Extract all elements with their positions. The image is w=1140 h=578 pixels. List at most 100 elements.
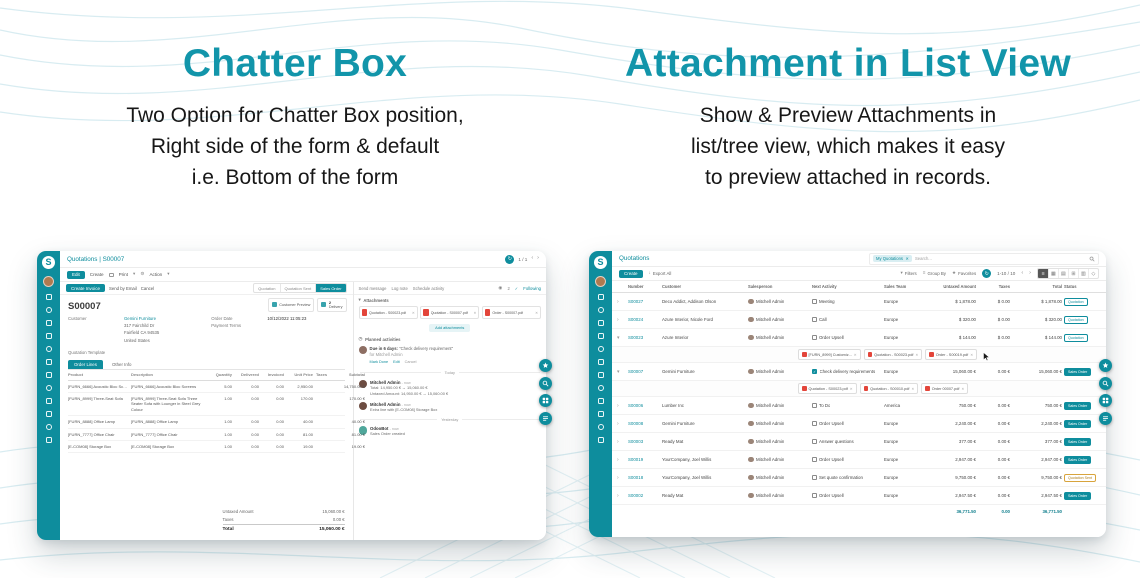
sidebar-home-icon[interactable] <box>45 294 52 300</box>
attachment-expand-icon[interactable]: › <box>617 438 619 445</box>
sidebar-calendar-icon[interactable] <box>597 320 604 326</box>
tab-order-lines[interactable]: Order Lines <box>68 360 103 370</box>
sidebar-accounting-icon[interactable] <box>45 398 52 404</box>
sidebar-sales-icon[interactable] <box>597 359 604 365</box>
attachment-card[interactable]: Quotation - S00007.pdf ✕ <box>420 306 480 319</box>
send-message-button[interactable]: Send message <box>358 285 387 291</box>
export-all-button[interactable]: ↓Export All <box>648 270 672 276</box>
send-by-email-button[interactable]: Send by Email <box>109 285 137 291</box>
cancel-button[interactable]: Cancel <box>140 285 155 291</box>
order-line-row[interactable]: [FURN_8999] Three-Seat Sofa[FURN_8999] T… <box>68 393 365 417</box>
table-row[interactable]: › S00027 Deco Addict, Addison Olson Mitc… <box>612 293 1106 311</box>
sidebar-crm-icon[interactable] <box>45 346 52 352</box>
create-button[interactable]: Create <box>89 272 104 277</box>
graph-view-button[interactable]: ▥ <box>1078 269 1088 278</box>
create-button[interactable]: Create <box>619 269 643 278</box>
attachment-expand-icon[interactable]: › <box>617 402 619 409</box>
table-row[interactable]: › S00002 Ready Mat Mitchell Admin Order … <box>612 487 1106 505</box>
attachment-card[interactable]: Order - S00007.pdf ✕ <box>481 306 542 319</box>
sidebar-dashboard-icon[interactable] <box>45 372 52 378</box>
remove-attachment-icon[interactable]: ✕ <box>411 310 415 315</box>
status-quotation-sent[interactable]: Quotation Sent <box>279 283 316 293</box>
chat-button[interactable] <box>1099 411 1112 425</box>
pager-next-icon[interactable]: › <box>537 255 539 262</box>
column-next-activity[interactable]: Next Activity <box>812 284 837 289</box>
pager-previous-icon[interactable]: ‹ <box>531 255 534 262</box>
mark-done-button[interactable]: Mark Done <box>369 359 389 364</box>
customer-preview-button[interactable]: Customer Preview <box>267 298 315 312</box>
table-row[interactable]: › S00006 Lumber Inc Mitchell Admin To Do… <box>612 397 1106 415</box>
followers-icon[interactable]: ◉ <box>498 284 503 290</box>
attachment-card[interactable]: Quotation - S00023.pdf ✕ <box>358 306 418 319</box>
search-facet[interactable]: My Quotations ✕ <box>873 255 913 262</box>
column-sales-team[interactable]: Sales Team <box>884 284 907 289</box>
brand-logo[interactable]: S <box>594 256 607 269</box>
column-number[interactable]: Number <box>628 284 644 289</box>
action-menu[interactable]: Action <box>149 272 163 277</box>
table-row[interactable]: ▾ S00007 Gemini Furniture Mitchell Admin… <box>612 363 1106 381</box>
breadcrumb[interactable]: Quotations <box>619 255 650 262</box>
sidebar-apps-icon[interactable] <box>45 437 52 443</box>
sidebar-discuss-icon[interactable] <box>597 307 604 313</box>
kanban-view-button[interactable]: ▦ <box>1048 269 1058 278</box>
attachment-expand-icon[interactable]: › <box>617 316 619 323</box>
order-date-value[interactable]: 10/12/2022 11:05:23 <box>267 316 307 321</box>
sidebar-purchase-icon[interactable] <box>45 411 52 417</box>
star-button[interactable] <box>1099 359 1112 372</box>
add-attachments-button[interactable]: Add attachments <box>429 323 471 333</box>
search-button[interactable] <box>539 376 552 390</box>
attachment-expand-icon[interactable]: › <box>617 420 619 427</box>
pager-previous-icon[interactable]: ‹ <box>1021 269 1024 276</box>
user-avatar[interactable] <box>595 276 606 287</box>
remove-facet-icon[interactable]: ✕ <box>905 256 910 261</box>
sidebar-stock-icon[interactable] <box>45 385 52 391</box>
table-row[interactable]: › S00008 Gemini Furniture Mitchell Admin… <box>612 415 1106 433</box>
refresh-button[interactable]: ↻ <box>505 254 515 264</box>
sidebar-dashboard-icon[interactable] <box>597 372 604 378</box>
calendar-view-button[interactable]: ▤ <box>1058 269 1068 278</box>
cancel-activity-button[interactable]: Cancel <box>404 359 417 364</box>
favorites-button[interactable]: ★Favorites <box>951 270 977 276</box>
status-quotation[interactable]: Quotation <box>258 285 276 291</box>
attachment-collapse-icon[interactable]: ▾ <box>617 334 620 341</box>
attachment-expand-icon[interactable]: › <box>617 456 619 463</box>
table-row[interactable]: › S00019 YourCompany, Joel Willis Mitche… <box>612 451 1106 469</box>
search-button[interactable] <box>1099 376 1112 390</box>
column-untaxed[interactable]: Untaxed Amount <box>943 284 976 289</box>
status-sales-order[interactable]: Sales Order <box>315 283 346 293</box>
refresh-button[interactable]: ↻ <box>982 269 992 278</box>
sidebar-contacts-icon[interactable] <box>45 333 52 339</box>
attachment-chip[interactable]: Quotation - S00023.pdf✕ <box>798 383 857 394</box>
column-salesperson[interactable]: Salesperson <box>748 284 773 289</box>
attachment-expand-icon[interactable]: › <box>617 474 619 481</box>
sidebar-purchase-icon[interactable] <box>597 411 604 417</box>
column-total[interactable]: Total <box>1052 284 1062 289</box>
section-expand-icon[interactable]: ▾ <box>358 297 361 303</box>
sidebar-settings-icon[interactable] <box>597 424 604 430</box>
pivot-view-button[interactable]: ⊞ <box>1068 269 1078 278</box>
order-line-row[interactable]: [FURN_6666] Acoustic Bloc Screens[FURN_6… <box>68 381 365 394</box>
print-menu[interactable]: Print <box>118 272 129 277</box>
map-view-button[interactable]: ◇ <box>1088 269 1098 278</box>
sidebar-home-icon[interactable] <box>597 294 604 300</box>
apps-grid-button[interactable] <box>1099 394 1112 407</box>
remove-attachment-icon[interactable]: ✕ <box>473 310 477 315</box>
apps-grid-button[interactable] <box>539 394 552 407</box>
pager-next-icon[interactable]: › <box>1029 269 1031 276</box>
group-by-button[interactable]: ≡Group By <box>922 270 946 276</box>
attachment-chip[interactable]: Order 00007.pdf✕ <box>921 383 969 394</box>
sidebar-discuss-icon[interactable] <box>45 307 52 313</box>
order-line-row[interactable]: [FURN_7777] Office Chair[FURN_7777] Offi… <box>68 429 365 442</box>
column-taxes[interactable]: Taxes <box>998 284 1010 289</box>
remove-attachment-icon[interactable]: ✕ <box>535 310 539 315</box>
search-input[interactable]: My Quotations ✕ Search... <box>869 252 1099 265</box>
attachment-collapse-icon[interactable]: ▾ <box>617 368 620 375</box>
following-button[interactable]: Following <box>523 285 541 291</box>
edit-activity-button[interactable]: Edit <box>393 359 400 364</box>
order-line-row[interactable]: [FURN_8888] Office Lamp[FURN_8888] Offic… <box>68 416 365 429</box>
attachment-expand-icon[interactable]: › <box>617 298 619 305</box>
attachment-chip[interactable]: Quotation - S00023.pdf✕ <box>863 349 923 360</box>
column-status[interactable]: Status <box>1064 284 1077 289</box>
order-line-row[interactable]: [E-COM08] Storage Box[E-COM08] Storage B… <box>68 441 365 454</box>
